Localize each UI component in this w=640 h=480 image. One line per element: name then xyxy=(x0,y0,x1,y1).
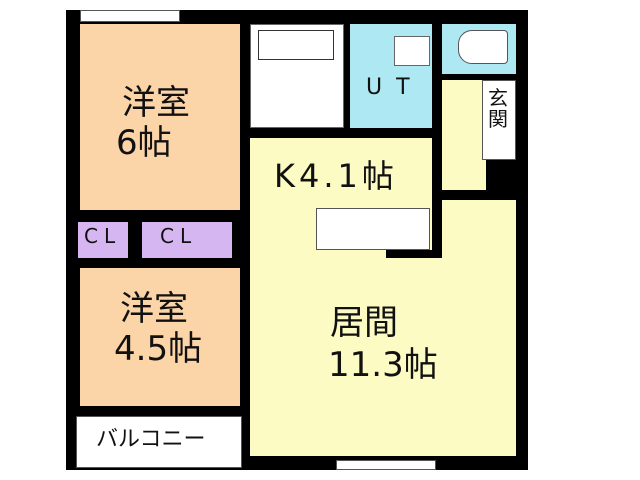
western-room-6-name: 洋室 xyxy=(122,83,190,123)
western-room-45-size: 4.5帖 xyxy=(114,329,203,369)
closet-1 xyxy=(78,222,128,258)
closet-1-label: CL xyxy=(84,224,122,248)
western-room-45-name: 洋室 xyxy=(120,289,188,329)
balcony xyxy=(76,416,242,468)
living-room-size: 11.3帖 xyxy=(328,345,438,385)
utility-label: UT xyxy=(366,75,424,100)
bathtub xyxy=(258,30,334,60)
kitchen-wall xyxy=(432,190,442,258)
kitchen-counter-overlay xyxy=(316,208,430,250)
entrance xyxy=(482,80,516,160)
living-room-name: 居間 xyxy=(330,303,398,343)
western-room-45 xyxy=(80,268,240,406)
western-room-6 xyxy=(80,24,240,210)
balcony-label: バルコニー xyxy=(96,427,206,452)
counter-wall xyxy=(386,250,434,258)
floor-plan: 洋室 6帖 CL CL 洋室 4.5帖 バルコニー UT 玄関 K4.1帖 居間… xyxy=(66,10,530,472)
western-room-6-size: 6帖 xyxy=(116,123,172,163)
sink-icon xyxy=(394,36,430,66)
closet-2-label: CL xyxy=(160,224,198,248)
toilet-icon xyxy=(458,30,508,64)
window xyxy=(336,460,436,470)
kitchen-label: K4.1帖 xyxy=(274,157,398,195)
window xyxy=(80,10,180,22)
closet-2 xyxy=(142,222,232,258)
entrance-label: 玄関 xyxy=(488,86,508,131)
hallway xyxy=(442,80,486,190)
